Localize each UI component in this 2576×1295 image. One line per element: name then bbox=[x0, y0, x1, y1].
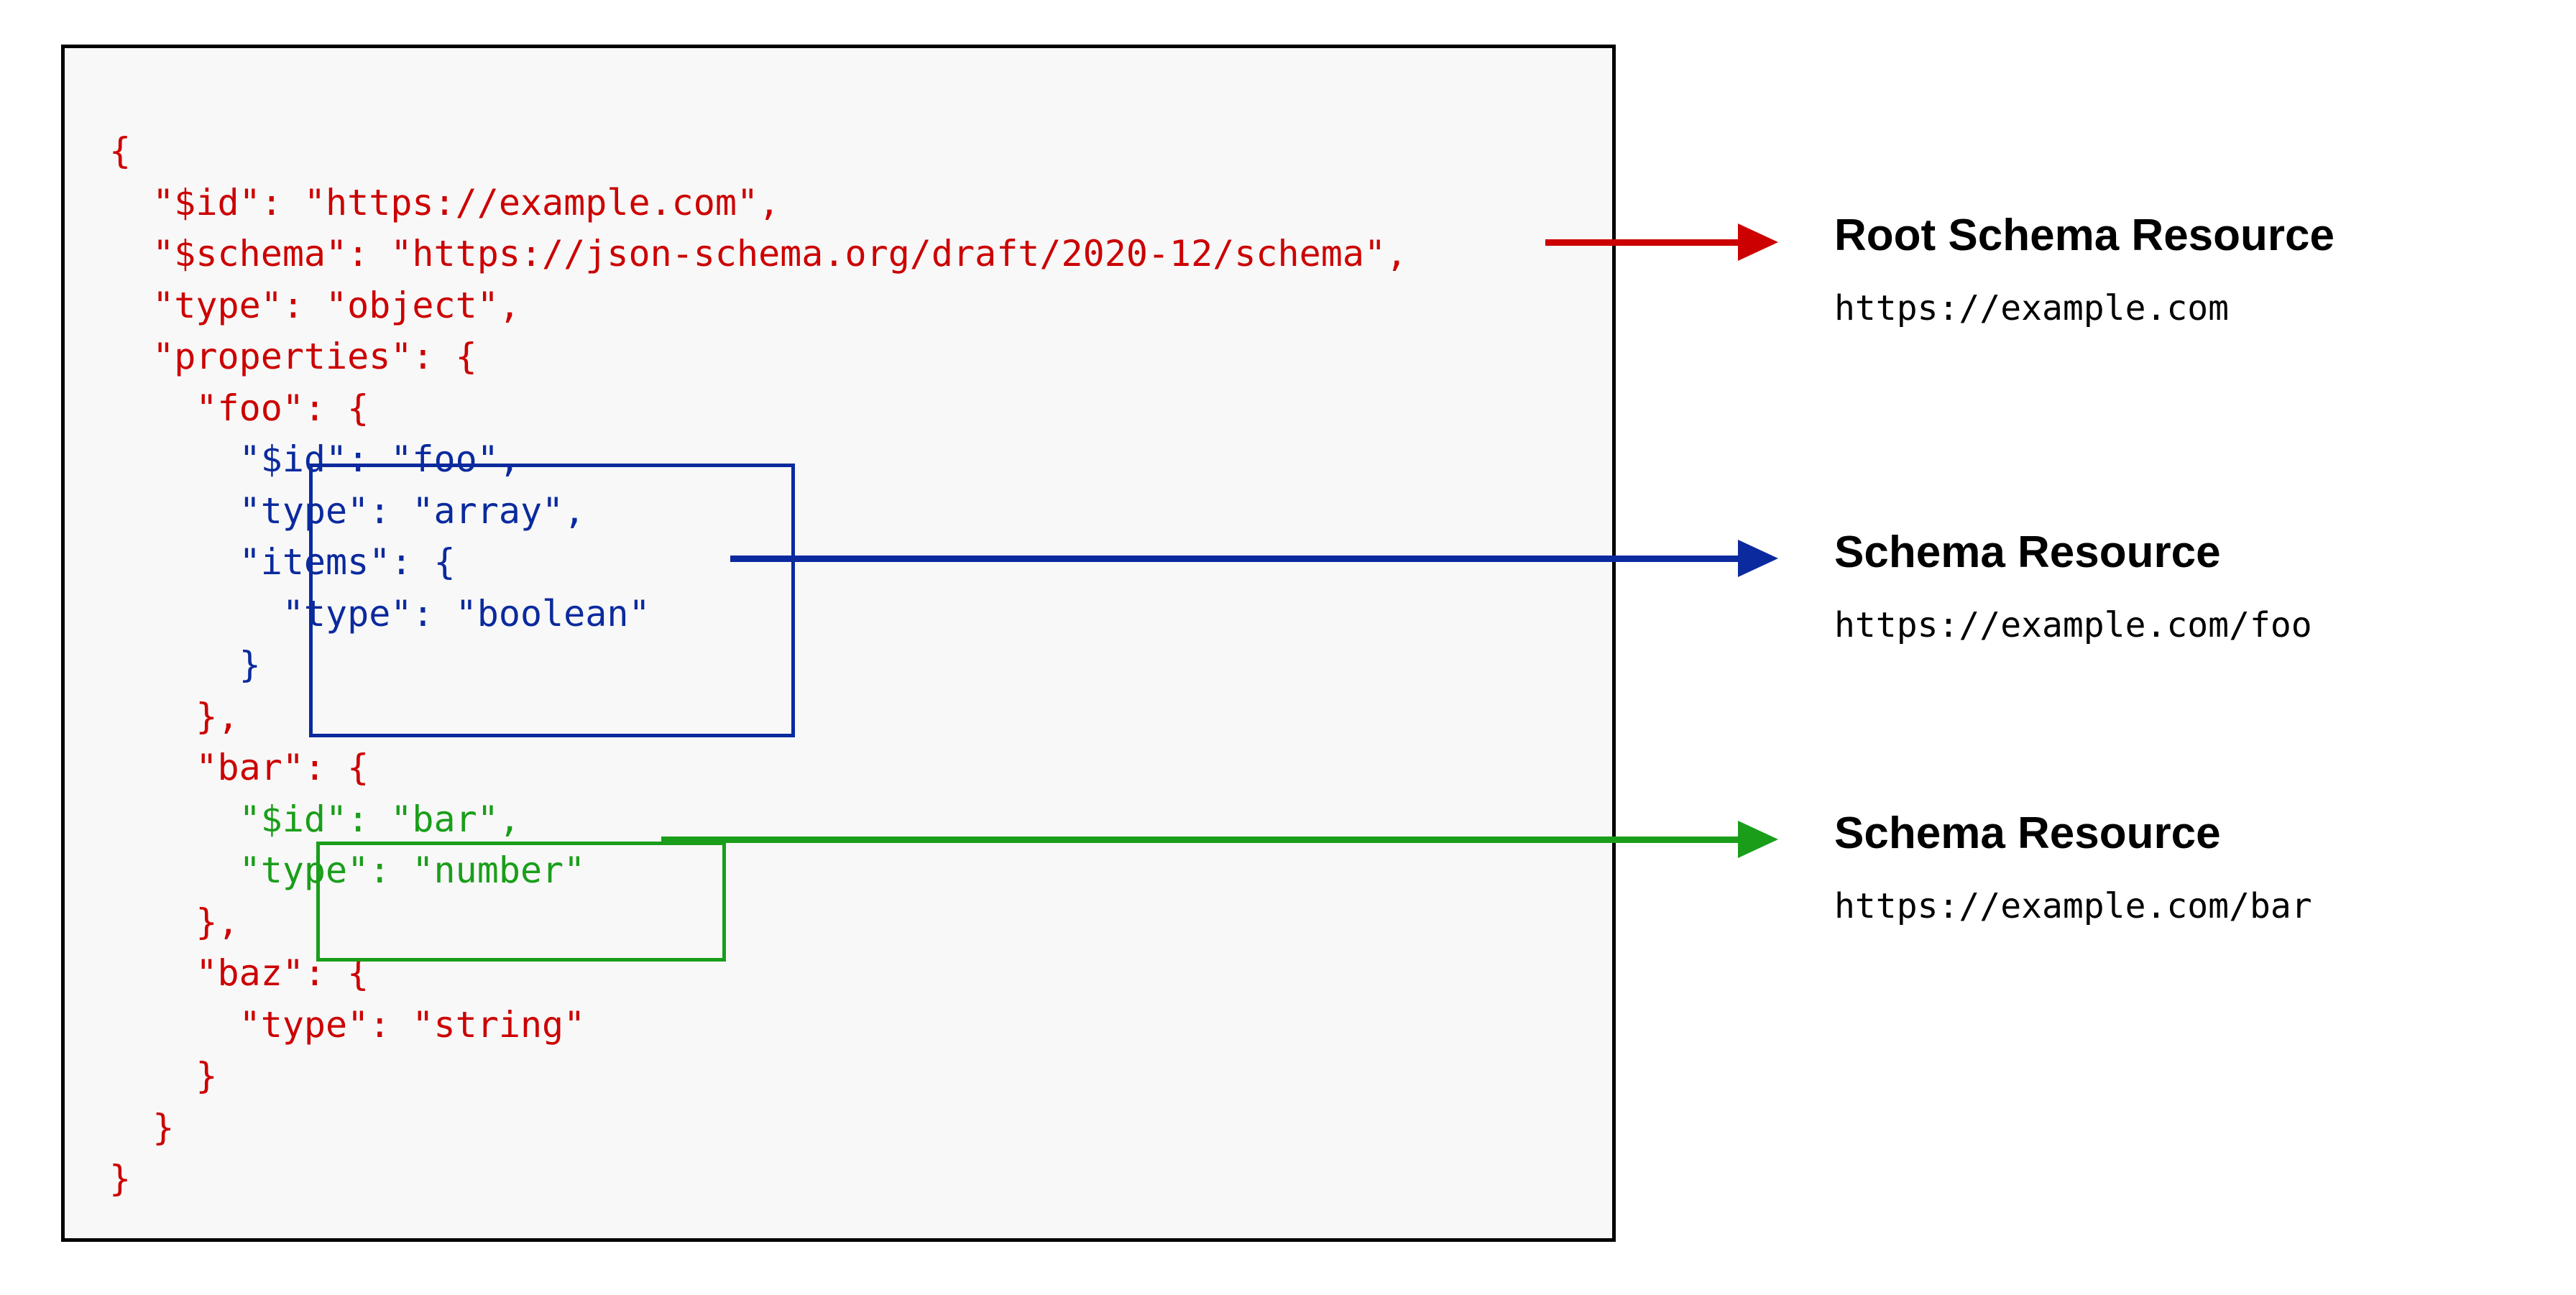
code-line-7: "$id": "foo", bbox=[109, 434, 1407, 486]
annotation-uri: https://example.com/foo bbox=[1834, 605, 2312, 645]
code-segment: "type": "number" bbox=[109, 849, 586, 891]
code-line-8: "type": "array", bbox=[109, 486, 1407, 538]
code-line-9: "items": { bbox=[109, 537, 1407, 589]
annotation-title: Root Schema Resource bbox=[1834, 211, 2334, 260]
code-line-10: "type": "boolean" bbox=[109, 589, 1407, 640]
arrow-shaft bbox=[1545, 239, 1741, 246]
annotation-uri: https://example.com bbox=[1834, 288, 2230, 328]
code-line-11: } bbox=[109, 640, 1407, 691]
code-segment: "type": "object", bbox=[109, 284, 520, 326]
annotation-root-schema-resource: Root Schema Resource https://example.com bbox=[1834, 210, 2334, 329]
code-line-15: "type": "number" bbox=[109, 845, 1407, 897]
arrowhead-icon bbox=[1738, 223, 1778, 261]
code-line-17: "baz": { bbox=[109, 948, 1407, 1000]
code-segment: "foo": { bbox=[109, 387, 369, 429]
code-segment: } bbox=[109, 1106, 175, 1148]
code-segment: "type": "boolean" bbox=[109, 592, 650, 635]
code-line-19: } bbox=[109, 1051, 1407, 1102]
code-line-6: "foo": { bbox=[109, 383, 1407, 435]
code-segment: }, bbox=[109, 695, 239, 737]
code-line-21: } bbox=[109, 1153, 1407, 1205]
annotation-uri: https://example.com/bar bbox=[1834, 886, 2312, 926]
code-segment: { bbox=[109, 130, 132, 172]
code-line-4: "type": "object", bbox=[109, 280, 1407, 332]
code-segment: } bbox=[109, 1158, 132, 1199]
code-line-18: "type": "string" bbox=[109, 1000, 1407, 1051]
arrow-shaft bbox=[661, 837, 1741, 843]
code-line-3: "$schema": "https://json-schema.org/draf… bbox=[109, 229, 1407, 280]
code-line-5: "properties": { bbox=[109, 331, 1407, 383]
json-code-block: { "$id": "https://example.com", "$schema… bbox=[109, 126, 1407, 1205]
code-segment: "baz": { bbox=[109, 952, 369, 994]
code-line-14: "$id": "bar", bbox=[109, 794, 1407, 846]
code-line-13: "bar": { bbox=[109, 742, 1407, 794]
code-line-16: }, bbox=[109, 897, 1407, 949]
code-segment: "$id": "https://example.com", bbox=[109, 181, 781, 223]
code-segment: "properties": { bbox=[109, 336, 477, 377]
annotation-title: Schema Resource bbox=[1834, 808, 2221, 858]
arrow-shaft bbox=[730, 556, 1741, 562]
json-code-panel: { "$id": "https://example.com", "$schema… bbox=[61, 45, 1616, 1242]
annotation-bar-schema-resource: Schema Resource https://example.com/bar bbox=[1834, 808, 2312, 927]
code-line-2: "$id": "https://example.com", bbox=[109, 178, 1407, 229]
code-segment: "items": { bbox=[109, 541, 456, 583]
code-segment: } bbox=[109, 1055, 218, 1097]
code-segment: "type": "string" bbox=[109, 1003, 586, 1046]
code-segment: "type": "array", bbox=[109, 489, 586, 532]
bar-schema-resource-highlight-box bbox=[316, 842, 726, 962]
foo-schema-resource-highlight-box bbox=[309, 464, 795, 737]
code-segment: "$schema": "https://json-schema.org/draf… bbox=[109, 233, 1408, 275]
code-segment: } bbox=[109, 644, 261, 686]
arrowhead-icon bbox=[1738, 821, 1778, 858]
code-line-1: { bbox=[109, 126, 1407, 178]
code-segment: "bar": { bbox=[109, 747, 369, 788]
arrowhead-icon bbox=[1738, 540, 1778, 577]
code-line-12: }, bbox=[109, 691, 1407, 743]
code-segment: "$id": "foo", bbox=[109, 438, 520, 480]
annotation-foo-schema-resource: Schema Resource https://example.com/foo bbox=[1834, 527, 2312, 646]
code-segment: }, bbox=[109, 900, 239, 943]
code-line-20: } bbox=[109, 1102, 1407, 1154]
code-segment: "$id": "bar", bbox=[109, 798, 520, 840]
annotation-title: Schema Resource bbox=[1834, 527, 2221, 577]
